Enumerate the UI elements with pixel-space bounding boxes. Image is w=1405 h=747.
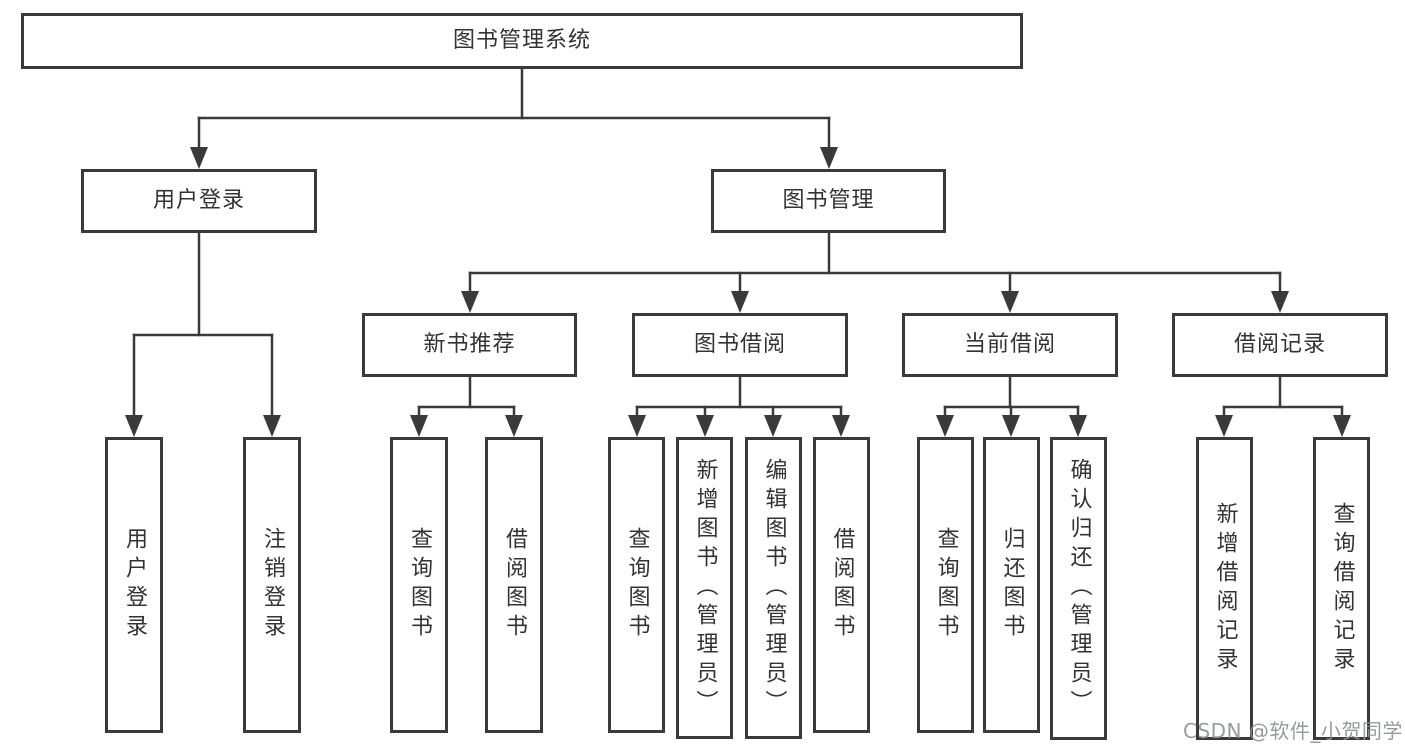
leaf-confirm-return-label: 确认归还（管理员）	[1066, 458, 1092, 719]
leaf-return-book: 归还图书	[983, 437, 1040, 733]
leaf-query-book-2: 查询图书	[608, 437, 665, 733]
leaf-query-book-1-label: 查询图书	[407, 527, 432, 643]
leaf-borrow-book-2-label: 借阅图书	[829, 527, 855, 643]
leaf-borrow-book-1: 借阅图书	[485, 437, 543, 733]
leaf-add-record-label: 新增借阅记录	[1212, 501, 1238, 676]
leaf-logout: 注销登录	[243, 437, 301, 733]
leaf-user-login: 用户登录	[105, 437, 163, 733]
edge-root-to-level2	[190, 67, 838, 169]
leaf-query-book-1: 查询图书	[390, 437, 448, 733]
leaf-add-book: 新增图书（管理员）	[676, 437, 733, 739]
leaf-borrow-book-2: 借阅图书	[813, 437, 870, 733]
node-root: 图书管理系统	[21, 13, 1023, 69]
leaf-logout-label: 注销登录	[260, 527, 285, 643]
leaf-query-record: 查询借阅记录	[1313, 437, 1370, 740]
edge-user-login-to-leaves	[125, 231, 281, 437]
leaf-borrow-book-1-label: 借阅图书	[502, 527, 527, 643]
leaf-query-book-2-label: 查询图书	[624, 527, 650, 643]
edge-book-borrow-to-leaves	[628, 375, 850, 437]
node-book-borrow: 图书借阅	[632, 313, 848, 377]
leaf-edit-book: 编辑图书（管理员）	[745, 437, 802, 739]
edge-book-mgmt-to-level3	[461, 231, 1289, 313]
csdn-watermark: CSDN @软件_小贺同学	[1183, 719, 1403, 743]
leaf-query-book-3: 查询图书	[917, 437, 974, 733]
leaf-query-book-3-label: 查询图书	[933, 527, 959, 643]
edge-new-book-to-leaves	[410, 375, 523, 437]
node-user-login: 用户登录	[81, 169, 317, 233]
node-new-book-recommend: 新书推荐	[362, 313, 577, 377]
leaf-return-book-label: 归还图书	[999, 527, 1025, 643]
node-borrow-records: 借阅记录	[1172, 313, 1388, 377]
node-book-mgmt: 图书管理	[711, 169, 946, 233]
node-current-borrow: 当前借阅	[902, 313, 1118, 377]
edge-borrow-records-to-leaves	[1215, 375, 1351, 437]
edge-current-borrow-to-leaves	[936, 375, 1087, 437]
leaf-confirm-return: 确认归还（管理员）	[1050, 437, 1107, 740]
leaf-add-book-label: 新增图书（管理员）	[692, 457, 718, 719]
leaf-query-record-label: 查询借阅记录	[1329, 501, 1355, 676]
leaf-user-login-label: 用户登录	[122, 527, 147, 643]
leaf-add-record: 新增借阅记录	[1196, 437, 1253, 740]
leaf-edit-book-label: 编辑图书（管理员）	[761, 457, 787, 719]
